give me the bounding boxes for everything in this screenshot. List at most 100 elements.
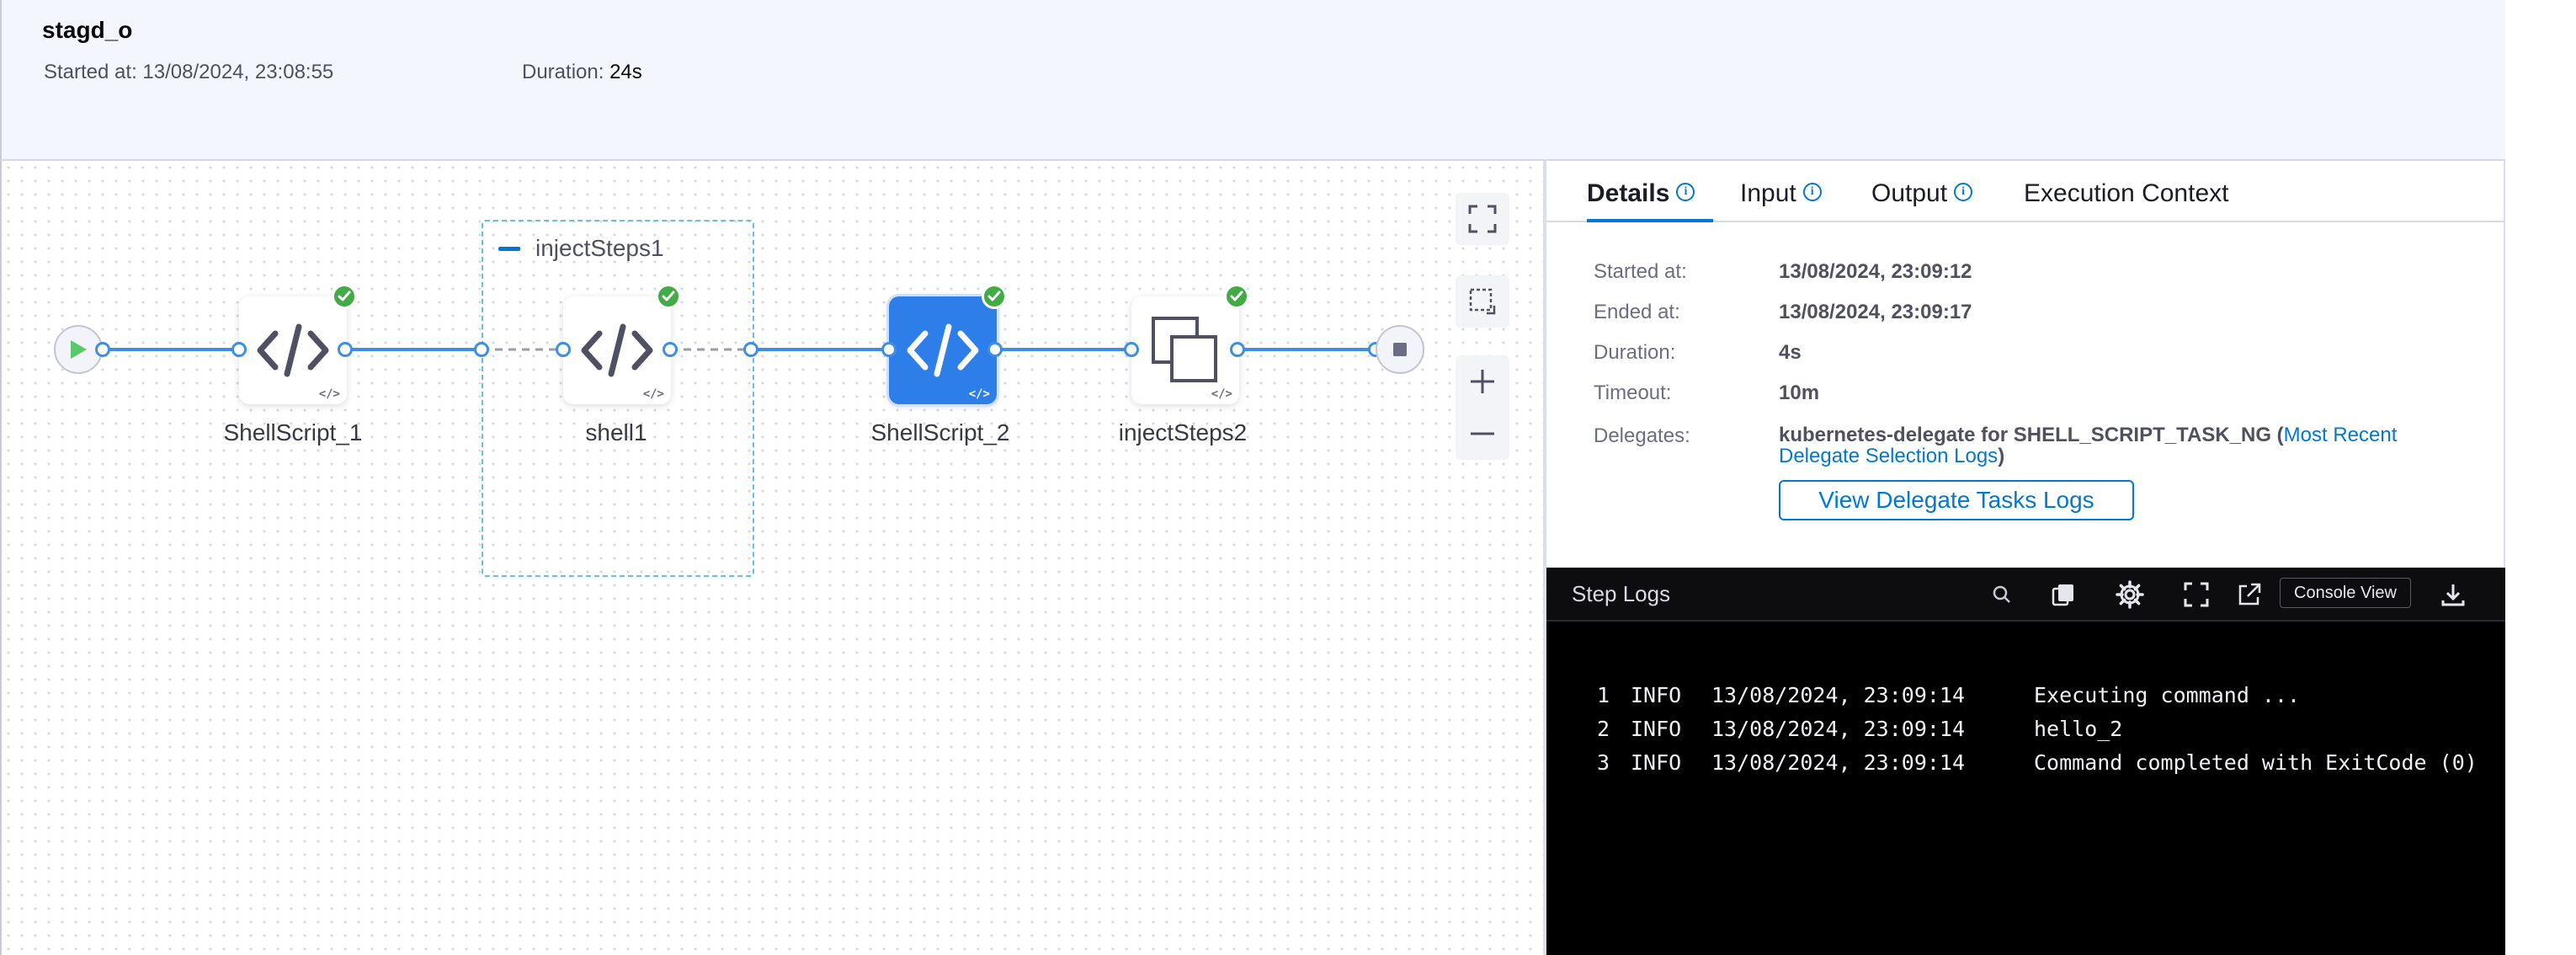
connector-port <box>1124 342 1139 357</box>
connector-port <box>474 342 489 357</box>
search-icon <box>1993 585 2010 603</box>
log-timestamp: 13/08/2024, 23:09:14 <box>1711 717 1966 741</box>
copy-logs-button[interactable] <box>2046 578 2080 611</box>
download-icon <box>2441 584 2465 606</box>
script-tag-icon: </> <box>642 387 664 401</box>
log-line: 1 INFO 13/08/2024, 23:09:14 Executing co… <box>1546 683 2505 717</box>
open-logs-new-tab-button[interactable] <box>2233 578 2266 611</box>
canvas-select-toolbar <box>1456 275 1509 328</box>
pipeline-end-node <box>1376 325 1424 374</box>
detail-row-ended: Ended at: 13/08/2024, 23:09:17 <box>1594 301 1972 324</box>
tab-details[interactable]: Details i <box>1587 171 1713 222</box>
detail-row-duration: Duration: 4s <box>1594 341 1802 365</box>
zoom-out-button[interactable] <box>1456 408 1509 460</box>
minus-icon <box>1471 432 1494 435</box>
play-icon <box>71 340 87 359</box>
gear-icon <box>2116 580 2144 609</box>
step-label: ShellScript_1 <box>223 419 363 445</box>
stage-duration-value: 24s <box>609 61 642 83</box>
step-label: shell1 <box>585 419 647 445</box>
selection-tool-button[interactable] <box>1456 275 1509 328</box>
log-timestamp: 13/08/2024, 23:09:14 <box>1711 683 1966 707</box>
stage-duration: Duration: 24s <box>522 61 642 84</box>
delegates-value: kubernetes-delegate for SHELL_SCRIPT_TAS… <box>1779 424 2444 467</box>
log-level: INFO <box>1631 683 1682 707</box>
step-node-shell1[interactable]: </> <box>563 296 671 404</box>
log-settings-button[interactable] <box>2113 578 2147 611</box>
step-node-injectsteps2[interactable]: </> <box>1131 296 1239 404</box>
started-at: Started at: 13/08/2024, 23:08:55 <box>44 61 334 83</box>
detail-label: Duration: <box>1594 341 1676 364</box>
connector-port <box>987 342 1003 357</box>
detail-row-delegates: Delegates: kubernetes-delegate for SHELL… <box>1594 424 2444 467</box>
fullscreen-logs-button[interactable] <box>2179 578 2213 611</box>
copy-icon <box>2052 584 2073 606</box>
step-group-label: injectSteps1 <box>535 235 664 261</box>
canvas-zoom-toolbar <box>1456 355 1509 460</box>
tab-output[interactable]: Output i <box>1871 171 1973 222</box>
info-icon[interactable]: i <box>1954 183 1973 201</box>
pipeline-connectors <box>103 348 1376 351</box>
success-check-icon <box>1224 284 1249 309</box>
delegate-selection-logs-link[interactable]: Most Recent Delegate Selection Logs <box>1779 424 2398 467</box>
step-node-shellscript-2[interactable]: </> <box>889 296 997 404</box>
step-node-shellscript-1[interactable]: </> <box>239 296 347 404</box>
detail-label: Ended at: <box>1594 301 1680 323</box>
connector-port <box>556 342 571 357</box>
detail-value: 13/08/2024, 23:09:12 <box>1779 260 1972 283</box>
info-icon[interactable]: i <box>1676 183 1695 201</box>
log-line: 3 INFO 13/08/2024, 23:09:14 Command comp… <box>1546 750 2505 784</box>
stage-title: stagd_o <box>42 17 133 43</box>
step-group-injectSteps1[interactable] <box>482 220 754 577</box>
code-icon <box>257 323 329 377</box>
code-icon <box>907 323 979 377</box>
tab-input[interactable]: Input i <box>1740 171 1822 222</box>
tab-label: Execution Context <box>2024 179 2229 207</box>
tab-label: Output <box>1871 179 1948 207</box>
step-logs-title: Step Logs <box>1572 581 1671 606</box>
tab-execution-context[interactable]: Execution Context <box>2024 171 2228 222</box>
detail-value: 4s <box>1779 341 1802 364</box>
pipeline-start-node <box>54 325 103 374</box>
success-check-icon <box>982 284 1007 309</box>
log-timestamp: 13/08/2024, 23:09:14 <box>1711 750 1966 775</box>
script-tag-icon: </> <box>968 387 990 401</box>
info-icon[interactable]: i <box>1802 183 1822 201</box>
fit-to-screen-button[interactable] <box>1456 193 1509 245</box>
connector-port <box>232 342 247 357</box>
log-message: Executing command ... <box>2034 683 2301 707</box>
connector-port <box>338 342 353 357</box>
step-logs-panel: Step Logs Console View 1 INFO 13/08/2024… <box>1545 568 2505 955</box>
step-group-icon <box>1152 317 1217 382</box>
stage-header: stagd_o Started at: 13/08/2024, 23:08:55… <box>0 0 2505 161</box>
details-tabs: Details i Input i Output i Execution Con… <box>1546 161 2504 222</box>
log-line-number: 2 <box>1597 717 1610 741</box>
zoom-in-button[interactable] <box>1456 355 1509 408</box>
expand-icon <box>1468 205 1497 233</box>
view-delegate-tasks-logs-button[interactable]: View Delegate Tasks Logs <box>1779 480 2134 520</box>
delegates-close: ) <box>1998 445 2005 467</box>
console-view-button[interactable]: Console View <box>2280 578 2411 608</box>
log-search-button[interactable] <box>1985 578 2019 611</box>
log-message: hello_2 <box>2034 717 2123 741</box>
delegates-text: kubernetes-delegate for SHELL_SCRIPT_TAS… <box>1779 424 2284 446</box>
canvas-fit-toolbar <box>1456 193 1509 245</box>
fullscreen-icon <box>2184 582 2209 607</box>
tab-label: Input <box>1740 179 1796 207</box>
tab-label: Details <box>1587 179 1670 207</box>
connector-port <box>663 342 678 357</box>
connector-port <box>95 342 110 357</box>
connector-port <box>1230 342 1245 357</box>
detail-value: 13/08/2024, 23:09:17 <box>1779 301 1972 323</box>
log-line-number: 1 <box>1597 683 1610 707</box>
step-details-panel: Details i Input i Output i Execution Con… <box>1545 161 2505 568</box>
script-tag-icon: </> <box>1211 387 1232 401</box>
pipeline-canvas[interactable]: injectSteps1 </> ShellScript_1 </> shell… <box>0 161 1545 955</box>
log-level: INFO <box>1631 750 1682 775</box>
script-tag-icon: </> <box>318 387 340 401</box>
step-group-header[interactable]: injectSteps1 <box>498 235 664 262</box>
log-line: 2 INFO 13/08/2024, 23:09:14 hello_2 <box>1546 717 2505 750</box>
collapse-icon[interactable] <box>498 246 520 251</box>
download-logs-button[interactable] <box>2436 578 2470 611</box>
detail-label: Timeout: <box>1594 381 1672 404</box>
